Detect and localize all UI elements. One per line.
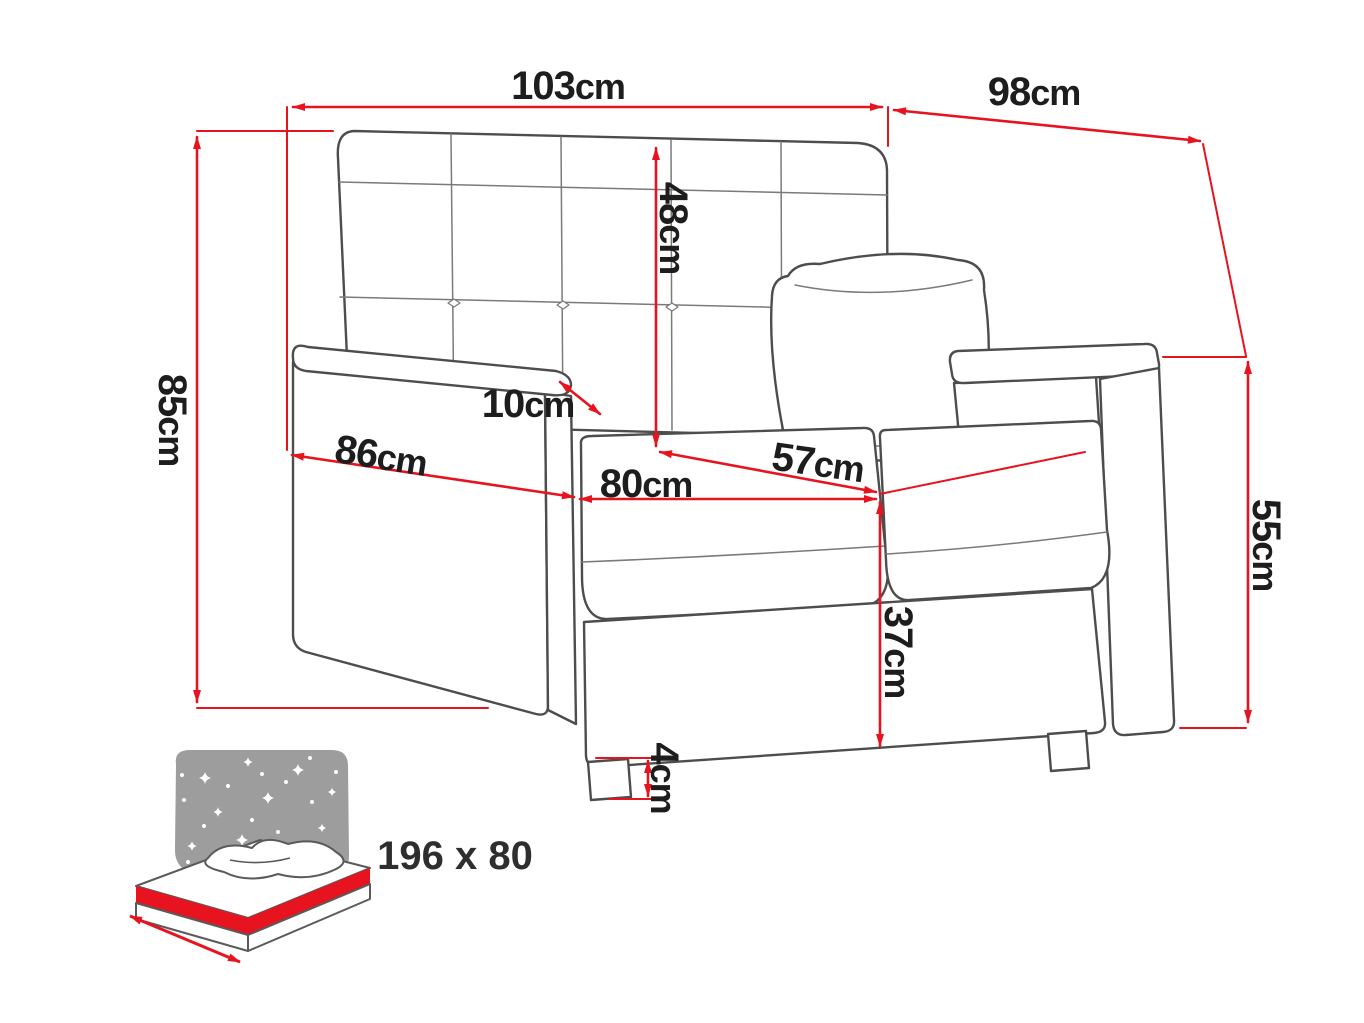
front-left-foot xyxy=(586,757,633,802)
dim-unit: cm xyxy=(1030,72,1081,113)
dim-label-overall-depth: 98cm xyxy=(987,70,1082,114)
dim-label-armrest-height: 55cm xyxy=(1244,498,1288,592)
dim-value: 55 xyxy=(1244,498,1288,542)
dim-value: 48 xyxy=(651,181,695,225)
sleeping-area-value: 196 x 80 xyxy=(377,834,533,878)
left-armrest-front xyxy=(543,390,578,726)
bed-blanket xyxy=(204,838,345,880)
dim-value: 103 xyxy=(511,64,576,108)
mattress-right-red xyxy=(248,868,370,935)
sleeping-area-label: 196 x 80 xyxy=(377,836,533,876)
dim-unit: cm xyxy=(643,763,684,814)
dim-label-overall-width: 103cm xyxy=(511,64,626,108)
dimension-lines xyxy=(193,103,1252,800)
right-armrest-front xyxy=(1098,366,1176,737)
dim-value: 80 xyxy=(599,462,643,506)
dim-value: 85 xyxy=(150,373,194,417)
dim-value: 10 xyxy=(481,382,525,426)
bed-length-arrow xyxy=(129,914,241,964)
dim-value: 4 xyxy=(642,742,686,764)
dim-unit: cm xyxy=(811,442,867,491)
dim-value: 98 xyxy=(987,70,1031,114)
dim-unit: cm xyxy=(642,464,693,505)
stars xyxy=(180,756,339,870)
seat-cushion-right xyxy=(878,419,1111,602)
dim-unit: cm xyxy=(574,66,626,107)
dim-unit: cm xyxy=(373,435,430,484)
dim-unit: cm xyxy=(877,648,918,699)
dim-label-seat-height: 37cm xyxy=(876,605,920,699)
dim-value: 57 xyxy=(769,434,818,485)
dim-label-seat-width: 80cm xyxy=(599,462,694,506)
dim-label-leg-height: 4cm xyxy=(642,742,686,814)
dim-label-backrest-height: 48cm xyxy=(651,181,695,275)
dim-value: 86 xyxy=(331,427,381,478)
dim-unit: cm xyxy=(151,416,192,467)
sofa-bed-sleeping-function-icon xyxy=(129,750,371,964)
sofa-line-drawing xyxy=(291,129,1176,802)
dim-unit: cm xyxy=(524,384,575,425)
dim-unit: cm xyxy=(652,224,693,275)
dim-value: 37 xyxy=(876,605,920,649)
front-right-foot xyxy=(1046,729,1091,773)
bed-base-right xyxy=(247,883,371,952)
dim-unit: cm xyxy=(1245,541,1286,592)
dim-label-overall-height: 85cm xyxy=(150,373,194,467)
dim-label-armrest-width: 10cm xyxy=(481,382,576,426)
